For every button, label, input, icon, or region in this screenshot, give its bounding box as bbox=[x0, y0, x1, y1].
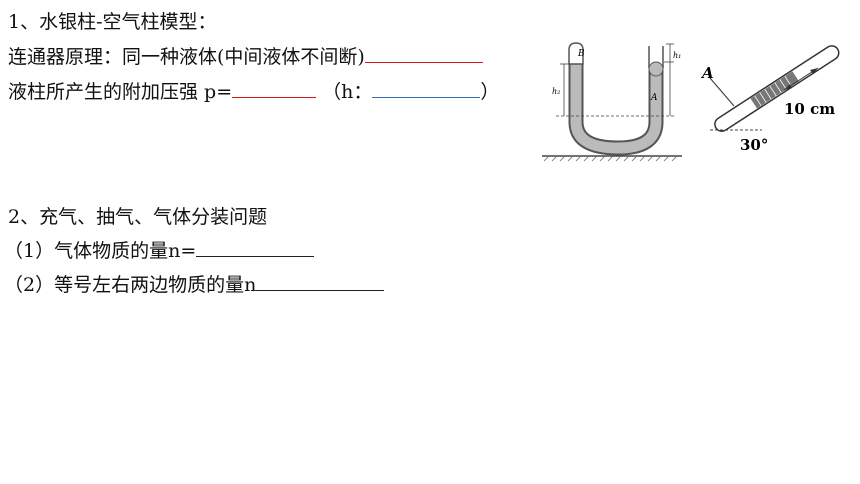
left-tube-air bbox=[568, 42, 584, 65]
u-tube-figure: B A h₁ h₂ bbox=[542, 42, 682, 162]
label-A: A bbox=[650, 93, 658, 103]
principle-line: 连通器原理：同一种液体(中间液体不间断) bbox=[8, 44, 483, 69]
section-2-title: 2、充气、抽气、气体分装问题 bbox=[8, 205, 267, 229]
length-label: 10 cm bbox=[784, 100, 835, 118]
right-top-mercury bbox=[648, 61, 664, 77]
h-blank[interactable] bbox=[372, 79, 481, 98]
incline-label-A: A bbox=[700, 64, 714, 82]
ground-hatch bbox=[543, 155, 678, 162]
h-close: ） bbox=[480, 81, 500, 103]
section-1-title: 1、水银柱-空气柱模型： bbox=[8, 10, 217, 34]
inclined-tube-figure: A 10 cm 30° bbox=[700, 45, 840, 154]
item-1-label: （1）气体物质的量n= bbox=[4, 240, 197, 262]
item-2-line: （2）等号左右两边物质的量n bbox=[4, 272, 385, 297]
label-B: B bbox=[577, 49, 585, 59]
pressure-line: 液柱所产生的附加压强 p= （h： ） bbox=[8, 79, 499, 104]
u-tube-mercury bbox=[568, 64, 664, 156]
item-1-blank[interactable] bbox=[196, 238, 315, 257]
h-label: （h： bbox=[322, 81, 373, 103]
item-1-line: （1）气体物质的量n= bbox=[4, 238, 315, 263]
mercury-column bbox=[750, 71, 799, 109]
principle-blank[interactable] bbox=[364, 44, 483, 63]
section-2-title-text: 2、充气、抽气、气体分装问题 bbox=[8, 206, 268, 228]
label-h1: h₁ bbox=[673, 51, 681, 60]
a-leader-line bbox=[709, 77, 735, 107]
section-1-title-text: 1、水银柱-空气柱模型： bbox=[8, 11, 217, 33]
principle-label: 连通器原理：同一种液体(中间液体不间断) bbox=[8, 46, 365, 68]
angle-label: 30° bbox=[740, 136, 768, 154]
item-2-label: （2）等号左右两边物质的量n bbox=[4, 274, 257, 296]
item-2-blank[interactable] bbox=[256, 272, 385, 291]
pressure-label: 液柱所产生的附加压强 p= bbox=[8, 81, 233, 103]
pressure-blank[interactable] bbox=[232, 79, 317, 98]
label-h2: h₂ bbox=[552, 87, 560, 96]
